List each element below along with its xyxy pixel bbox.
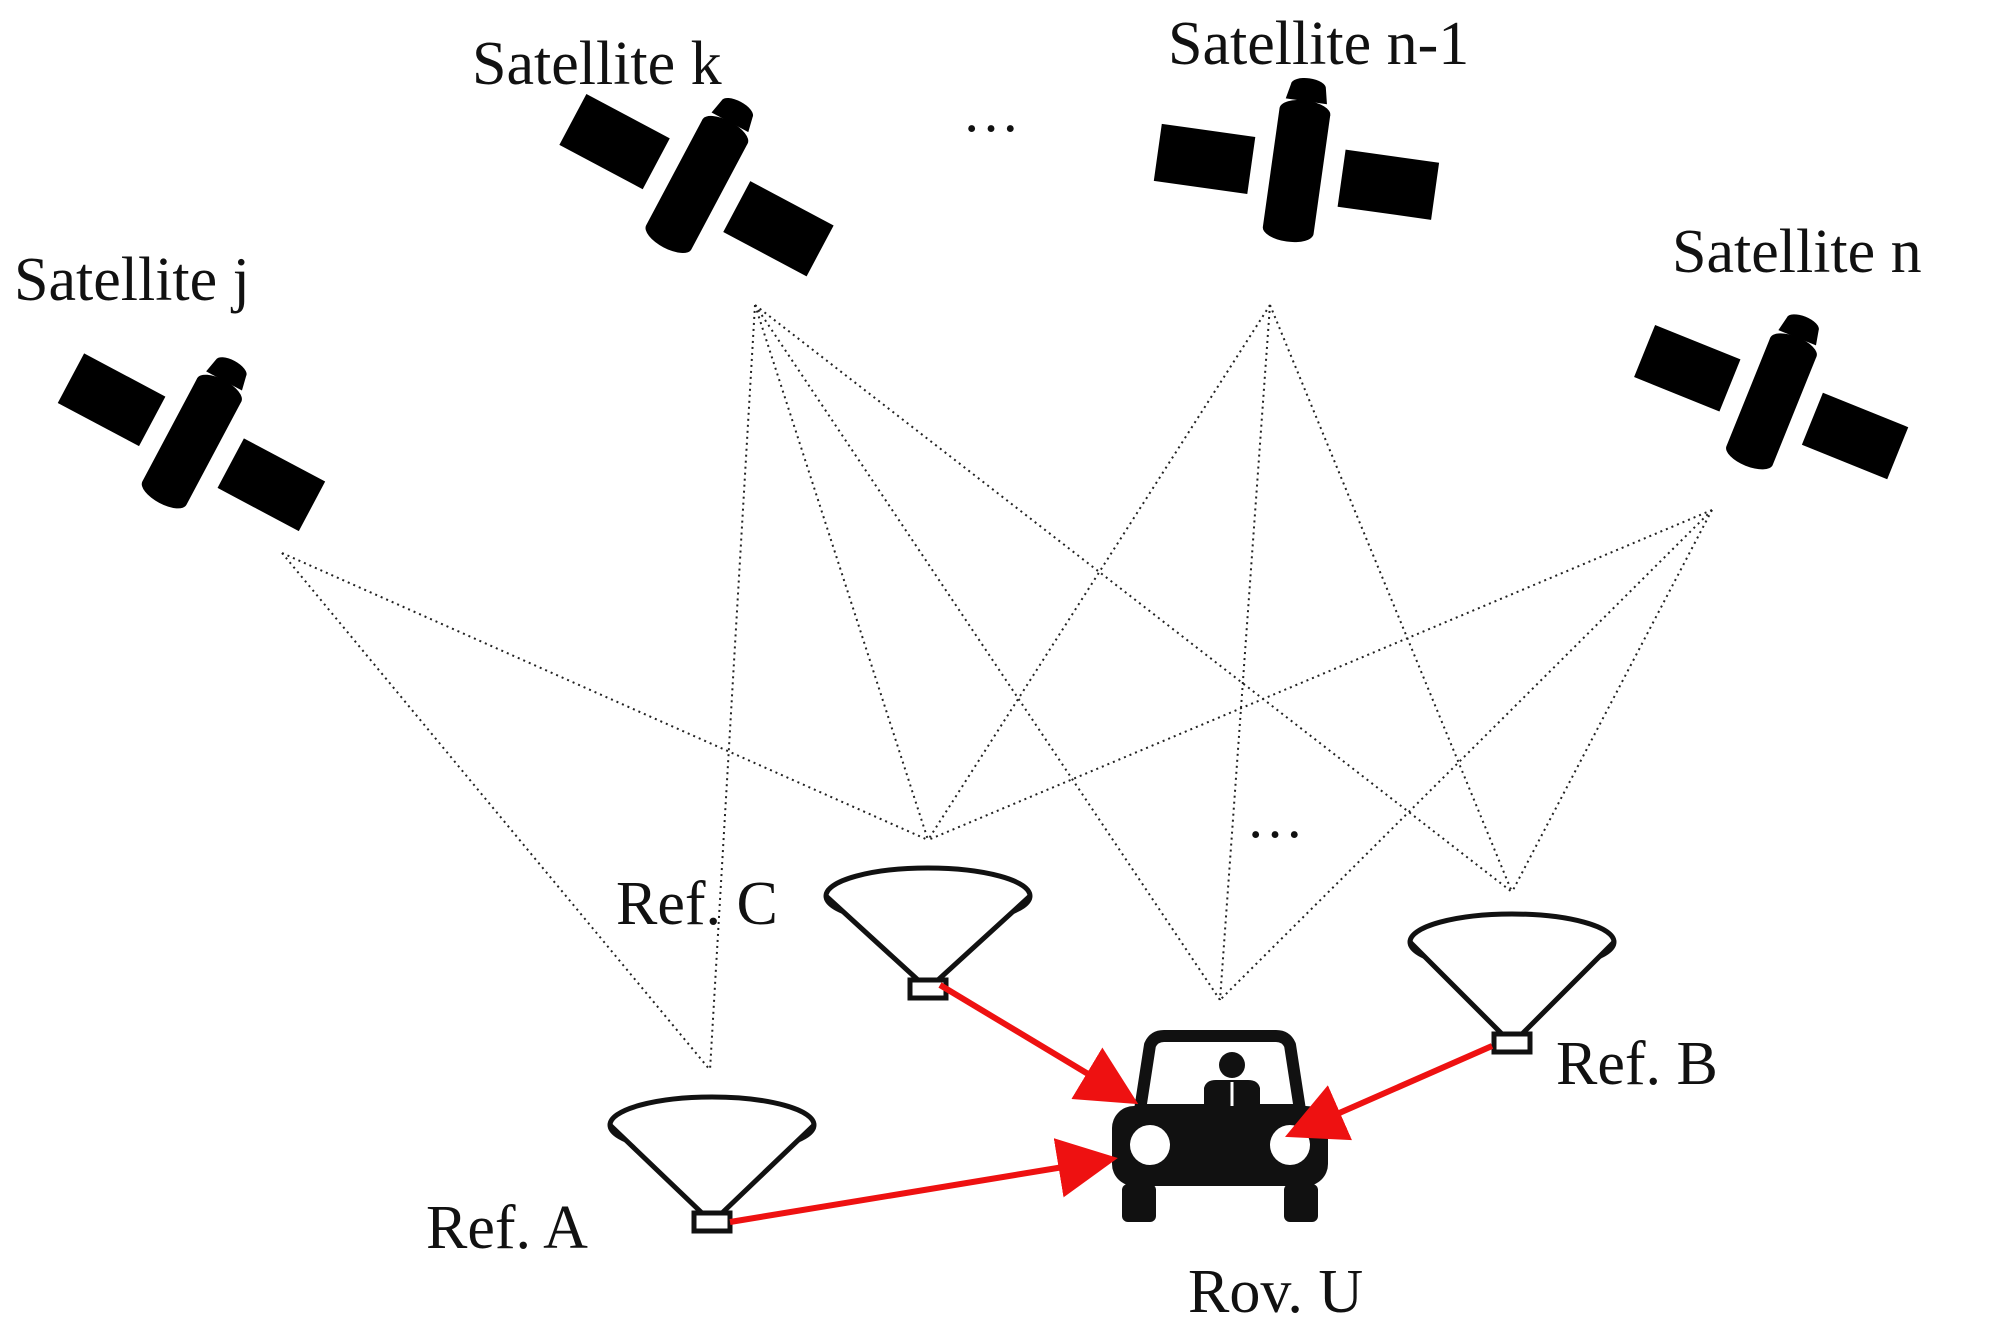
satellite-n-icon xyxy=(1608,265,1933,543)
signal-k-to-ref-a xyxy=(709,304,756,1071)
satellite-j-label: Satellite j xyxy=(14,246,250,314)
ref-c-dish-icon xyxy=(823,865,1033,1001)
satellite-n-label: Satellite n xyxy=(1672,218,1922,286)
ref-b-dish-icon xyxy=(1407,911,1617,1055)
satellite-k-label: Satellite k xyxy=(472,30,722,98)
satellite-ellipsis: ··· xyxy=(962,96,1020,161)
ref-b-label: Ref. B xyxy=(1556,1030,1718,1098)
ref-a-label: Ref. A xyxy=(426,1194,588,1262)
signal-n1-to-ref-c xyxy=(927,304,1271,841)
signal-k-to-mid xyxy=(754,304,1221,1001)
signal-k-to-ref-b xyxy=(754,304,1513,893)
ref-c-label: Ref. C xyxy=(616,870,778,938)
signal-n1-to-ref-b xyxy=(1269,304,1513,893)
signal-n-to-ref-b xyxy=(1511,509,1713,893)
signal-n-to-ref-c xyxy=(927,509,1713,841)
station-ellipsis: ··· xyxy=(1246,802,1304,867)
satellite-n-minus-1-label: Satellite n-1 xyxy=(1168,10,1469,78)
signal-j-to-ref-c xyxy=(281,552,929,841)
signal-j-to-ref-a xyxy=(281,552,711,1071)
rover-label: Rov. U xyxy=(1188,1258,1363,1326)
link-ref-c-to-rover xyxy=(938,982,1139,1105)
rover-car-icon xyxy=(1112,1030,1328,1222)
ref-a-dish-icon xyxy=(607,1094,817,1234)
signal-n-to-mid xyxy=(1219,509,1713,1001)
satellite-n-minus-1-icon xyxy=(1144,58,1449,290)
signal-lines xyxy=(281,304,1713,1071)
link-ref-a-to-rover xyxy=(729,1138,1118,1225)
signal-k-to-ref-c xyxy=(754,304,929,841)
satellite-j-icon xyxy=(25,296,356,592)
signal-n1-to-mid xyxy=(1219,304,1271,1001)
link-ref-b-to-rover xyxy=(1285,1043,1494,1141)
